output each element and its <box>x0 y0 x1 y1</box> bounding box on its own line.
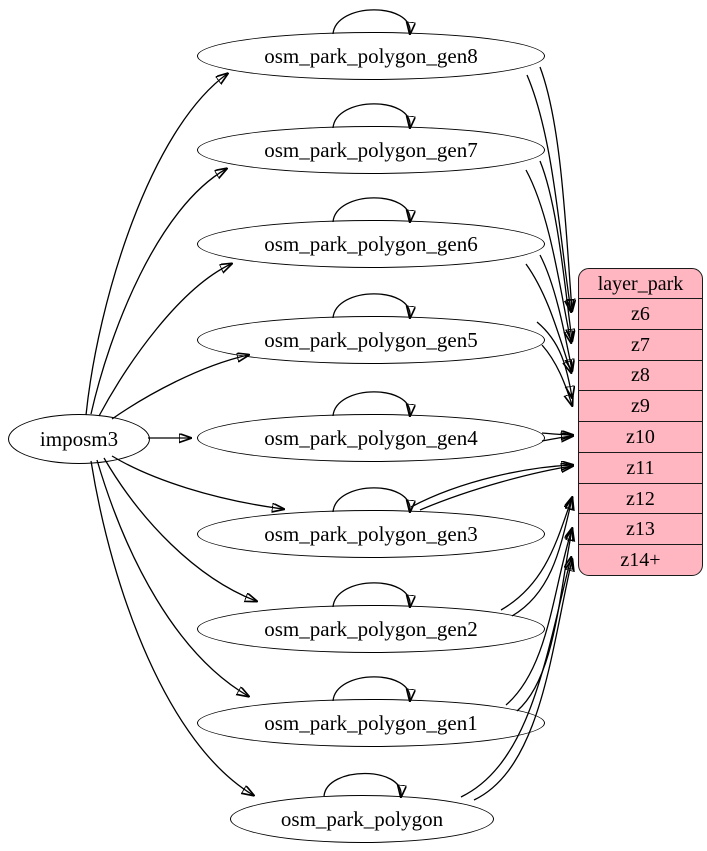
edge-polygon-to-z14-1 <box>473 560 572 801</box>
edge-imposm3-to-gen3 <box>111 455 283 509</box>
edge-gen5-to-z9-2 <box>541 344 572 405</box>
node-osm-park-polygon-gen3: osm_park_polygon_gen3 <box>197 510 545 558</box>
node-label: osm_park_polygon_gen8 <box>264 43 478 68</box>
layer-park-title: layer_park <box>597 272 684 295</box>
node-imposm3: imposm3 <box>8 414 150 464</box>
node-osm-park-polygon: osm_park_polygon <box>230 795 494 843</box>
node-label: osm_park_polygon_gen4 <box>264 425 478 450</box>
node-imposm3-label: imposm3 <box>39 426 119 451</box>
edge-gen8-to-z6-2 <box>526 74 571 311</box>
self-loop-gen2 <box>332 582 410 607</box>
node-osm-park-polygon-gen7: osm_park_polygon_gen7 <box>197 126 545 174</box>
edge-gen8-to-z6-1 <box>539 66 572 310</box>
zoom-row-z11: z11 <box>579 451 702 483</box>
self-loop-gen4 <box>332 391 410 416</box>
edge-gen4-to-z10-2 <box>541 436 572 441</box>
layer-park-table: layer_park z6 z7 z8 z9 z10 z11 z12 z13 z… <box>578 268 703 576</box>
zoom-row-z13: z13 <box>579 513 702 544</box>
edge-gen3-to-z11-2 <box>419 466 572 511</box>
edge-imposm3-to-gen7 <box>90 169 226 415</box>
self-loop-gen7 <box>332 103 410 128</box>
edge-imposm3-to-gen5 <box>111 355 248 420</box>
self-loop-gen8 <box>332 9 410 34</box>
node-label: osm_park_polygon_gen7 <box>264 137 478 162</box>
edge-imposm3-to-gen1 <box>96 459 248 696</box>
node-label: osm_park_polygon_gen2 <box>264 616 478 641</box>
edge-gen3-to-z11-1 <box>410 465 572 508</box>
edge-gen2-to-z12-2 <box>511 499 572 617</box>
node-osm-park-polygon-gen4: osm_park_polygon_gen4 <box>197 414 545 462</box>
node-label: osm_park_polygon_gen5 <box>264 327 478 352</box>
edge-gen7-to-z7-2 <box>525 169 571 342</box>
node-osm-park-polygon-gen2: osm_park_polygon_gen2 <box>197 605 545 653</box>
self-loop-gen3 <box>332 487 410 512</box>
zoom-row-z14: z14+ <box>579 544 702 575</box>
zoom-row-z6: z6 <box>579 298 702 329</box>
zoom-row-z7: z7 <box>579 328 702 360</box>
self-loop-polygon <box>323 772 401 797</box>
node-label: osm_park_polygon <box>280 806 444 831</box>
edge-gen4-to-z10-1 <box>541 433 572 435</box>
self-loop-gen1 <box>332 676 410 701</box>
node-osm-park-polygon-gen5: osm_park_polygon_gen5 <box>197 316 545 364</box>
node-osm-park-polygon-gen1: osm_park_polygon_gen1 <box>197 699 545 747</box>
zoom-row-z8: z8 <box>579 359 702 391</box>
node-label: osm_park_polygon_gen1 <box>264 710 478 735</box>
edge-gen5-to-z9-1 <box>536 321 572 397</box>
edge-polygon-to-z14-2 <box>460 558 571 798</box>
self-loop-gen5 <box>332 293 410 318</box>
node-label: osm_park_polygon_gen6 <box>264 231 478 256</box>
edge-gen6-to-z8-2 <box>525 263 571 372</box>
zoom-row-z10: z10 <box>579 421 702 452</box>
self-loop-gen6 <box>332 197 410 222</box>
zoom-row-z12: z12 <box>579 482 702 514</box>
node-osm-park-polygon-gen6: osm_park_polygon_gen6 <box>197 220 545 268</box>
node-label: osm_park_polygon_gen3 <box>264 521 478 546</box>
edge-gen6-to-z8-1 <box>539 254 572 370</box>
edge-gen7-to-z7-1 <box>539 160 572 340</box>
zoom-row-z9: z9 <box>579 390 702 421</box>
node-osm-park-polygon-gen8: osm_park_polygon_gen8 <box>197 32 545 80</box>
edge-gen2-to-z12-1 <box>500 498 572 611</box>
